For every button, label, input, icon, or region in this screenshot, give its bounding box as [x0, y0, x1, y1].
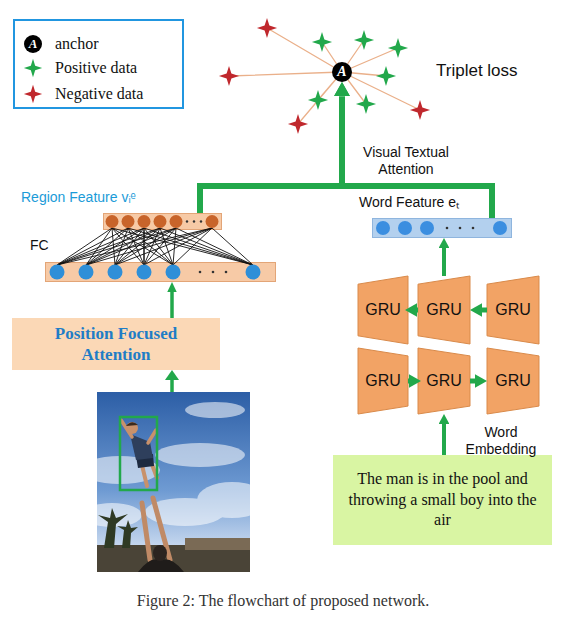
positive-star: [312, 32, 332, 52]
legend-text: Negative data: [55, 84, 143, 104]
negative-star: [24, 85, 42, 103]
arrow-head: [165, 370, 179, 380]
layer-label: Word Feature eₜ: [359, 192, 459, 211]
connector: [200, 96, 342, 213]
node-text: GRU: [495, 301, 531, 319]
trapezoid-shape: [418, 348, 470, 414]
positive-star: [354, 30, 374, 50]
region-box: [120, 417, 157, 490]
anchor-letter: A: [24, 35, 42, 53]
fc-connections: [57, 228, 253, 265]
gru-cell: GRU: [487, 348, 539, 414]
distance-lines: [229, 28, 420, 124]
positive-star: [24, 59, 42, 77]
gru-cell: GRU: [418, 276, 470, 344]
connector: [417, 308, 418, 313]
circle-shape: [332, 62, 352, 82]
trapezoid-shape: [487, 276, 539, 344]
legend-entry: Negative data: [55, 84, 143, 104]
node-text: GRU: [426, 301, 462, 319]
negative-star: [257, 18, 277, 38]
positive-star: [388, 38, 408, 58]
trapezoid-shape: [418, 276, 470, 344]
connector: [442, 248, 446, 276]
node-text: GRU: [365, 301, 401, 319]
connector: [442, 424, 446, 455]
trapezoid-shape: [358, 348, 408, 414]
gru-cell: GRU: [418, 348, 470, 414]
legend-entry: Positive data: [55, 58, 137, 78]
node-text: A: [337, 65, 346, 79]
flow-arrow: [170, 379, 174, 392]
negative-star: [219, 66, 239, 86]
edge-label: Visual Textual Attention: [352, 144, 460, 178]
layer-label: FC: [30, 237, 49, 253]
figure-caption: Figure 2: The flowchart of proposed netw…: [0, 592, 566, 610]
positive-star: [376, 66, 396, 86]
legend-text: Positive data: [55, 58, 137, 78]
word-feature-bar: Word Feature eₜ: [372, 218, 512, 238]
node-text: The man is in the pool and throwing a sm…: [343, 469, 542, 531]
layer-label: Region Feature vᵢᵉ: [21, 189, 136, 205]
node-text: GRU: [365, 372, 401, 390]
gru-cell: GRU: [358, 276, 408, 344]
anchor-circle: A: [332, 62, 352, 82]
connector: [170, 292, 174, 318]
attention-module: Position Focused Attention: [12, 318, 220, 370]
connector: [408, 379, 409, 384]
connector: [144, 230, 145, 262]
negative-star: [288, 114, 308, 134]
legend-text: anchor: [55, 34, 99, 54]
connector: [470, 379, 475, 384]
edge-label: Word Embedding: [460, 424, 542, 458]
positive-star: [308, 90, 328, 110]
node-text: Position Focused Attention: [34, 323, 198, 366]
node-text: GRU: [495, 372, 531, 390]
positive-star: [356, 94, 376, 114]
legend-entry: anchor: [55, 34, 99, 54]
loss-label: Triplet loss: [436, 61, 546, 83]
negative-star: [410, 100, 430, 120]
anchor-symbol: [24, 35, 42, 53]
sentence-box: The man is in the pool and throwing a sm…: [333, 455, 552, 545]
legend-frame: [14, 20, 183, 108]
connector: [482, 308, 487, 313]
trapezoid-shape: [358, 276, 408, 344]
connector: [342, 96, 492, 218]
gru-cell: GRU: [358, 348, 408, 414]
input-photo: [97, 392, 250, 572]
trapezoid-shape: [487, 348, 539, 414]
node-text: GRU: [426, 372, 462, 390]
gru-cell: GRU: [487, 276, 539, 344]
